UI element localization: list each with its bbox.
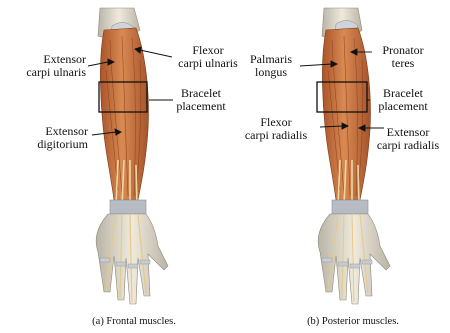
caption-posterior: (b) Posterior muscles. [284, 316, 422, 327]
label-extensor-digitorium: Extensor digitorium [12, 125, 88, 151]
left-forearm [96, 8, 168, 304]
label-extensor-carpi-radialis: Extensor carpi radialis [368, 126, 448, 152]
right-wrist-band [332, 200, 368, 214]
label-bracelet-placement-left: Bracelet placement [166, 87, 236, 113]
label-extensor-carpi-ulnaris: Extensor carpi ulnaris [12, 53, 86, 79]
right-forearm-muscle [322, 28, 370, 200]
label-flexor-carpi-radialis: Flexor carpi radialis [230, 116, 322, 142]
label-palmaris-longus: Palmaris longus [240, 53, 302, 79]
left-forearm-muscle [100, 28, 148, 200]
label-flexor-carpi-ulnaris: Flexor carpi ulnaris [164, 44, 252, 70]
left-wrist-band [110, 200, 146, 214]
label-pronator-teres: Pronator teres [372, 44, 434, 70]
label-bracelet-placement-right: Bracelet placement [368, 87, 438, 113]
caption-frontal: (a) Frontal muscles. [70, 316, 198, 327]
